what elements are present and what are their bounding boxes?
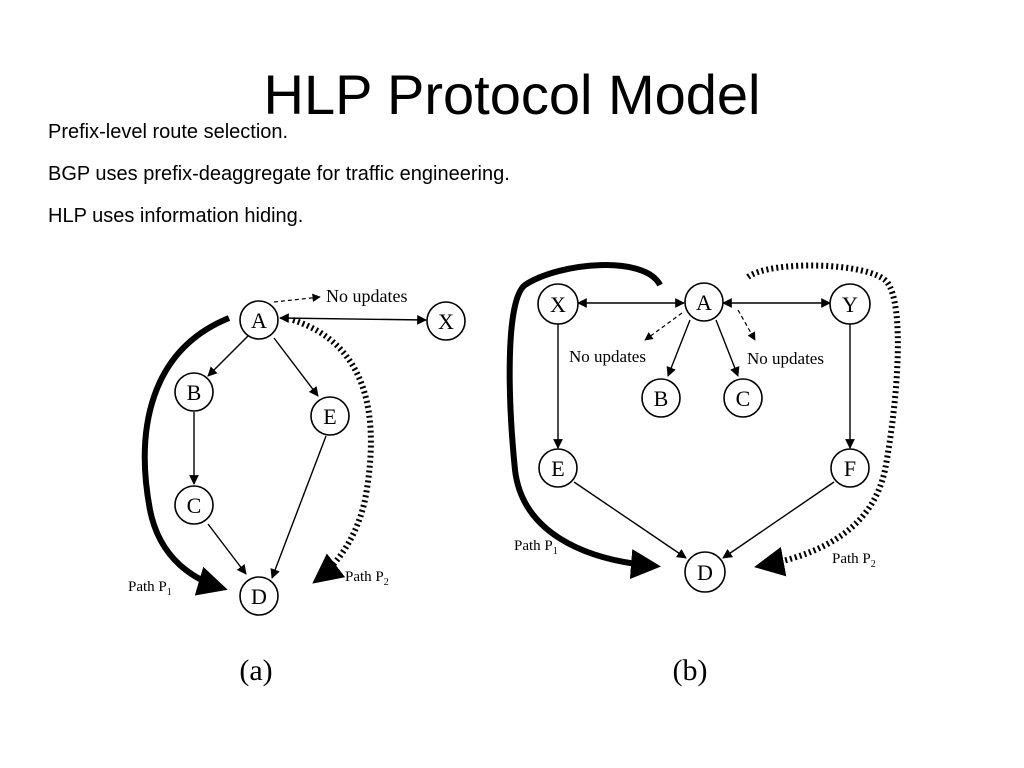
path-p1-label: Path P1 — [514, 538, 558, 557]
node-a: A — [239, 300, 279, 340]
svg-text:A: A — [696, 290, 712, 315]
edge-c-d — [207, 523, 247, 575]
path-p1-label: Path P1 — [128, 579, 172, 598]
bullet-item: Prefix-level route selection. — [48, 121, 289, 143]
no-updates-right-label: No updates — [747, 349, 824, 368]
edge-f-d — [722, 481, 835, 559]
svg-text:X: X — [438, 309, 454, 334]
edge-a-b — [207, 335, 249, 377]
node-d: D — [684, 551, 726, 593]
node-y: Y — [829, 283, 871, 325]
no-updates-left-label: No updates — [569, 347, 646, 366]
figure-b: X A Y B C E F — [506, 262, 901, 687]
svg-text:A: A — [251, 308, 267, 333]
path-p2-curve — [292, 317, 374, 584]
node-f: F — [830, 448, 870, 488]
svg-text:Y: Y — [842, 292, 858, 317]
path-p1-curve — [141, 315, 231, 596]
node-b: B — [641, 378, 681, 418]
node-d: D — [239, 576, 279, 616]
bullet-list: Prefix-level route selection. BGP uses p… — [48, 118, 518, 244]
edge-a-b — [666, 319, 691, 377]
svg-text:E: E — [551, 456, 564, 481]
svg-text:C: C — [736, 386, 751, 411]
svg-text:B: B — [187, 380, 202, 405]
edge-a-noupdates-right — [737, 309, 756, 341]
node-e: E — [310, 396, 350, 436]
edge-a-noupdates — [273, 293, 321, 303]
figure-a: A B C D E X No updates — [128, 286, 466, 687]
bullet-item: HLP uses information hiding. — [48, 205, 304, 227]
node-c: C — [723, 378, 763, 418]
caption-a: (a) — [239, 654, 272, 687]
node-x: X — [537, 283, 579, 325]
edge-a-e — [273, 337, 319, 397]
node-e: E — [538, 448, 578, 488]
node-b: B — [174, 372, 214, 412]
edge-e-d — [270, 435, 327, 579]
node-a: A — [684, 282, 724, 322]
node-c: C — [174, 485, 214, 525]
slide-title: HLP Protocol Model — [263, 63, 761, 126]
caption-b: (b) — [673, 654, 708, 687]
node-x: X — [426, 301, 466, 341]
path-p2-curve — [746, 262, 901, 577]
svg-text:F: F — [844, 456, 856, 481]
path-p1-curve — [506, 262, 663, 580]
svg-text:D: D — [251, 584, 267, 609]
edge-a-c — [715, 319, 740, 377]
edge-a-x — [279, 313, 427, 325]
bullet-item: BGP uses prefix-deaggregate for traffic … — [48, 163, 510, 185]
edge-e-d — [573, 481, 687, 559]
path-p2-label: Path P2 — [345, 569, 389, 588]
path-p2-label: Path P2 — [832, 551, 876, 570]
svg-text:C: C — [187, 493, 202, 518]
svg-text:B: B — [654, 386, 669, 411]
svg-text:X: X — [550, 292, 566, 317]
svg-text:D: D — [697, 560, 713, 585]
svg-text:E: E — [323, 404, 336, 429]
no-updates-label: No updates — [326, 286, 407, 306]
edge-a-noupdates-left — [644, 312, 683, 341]
